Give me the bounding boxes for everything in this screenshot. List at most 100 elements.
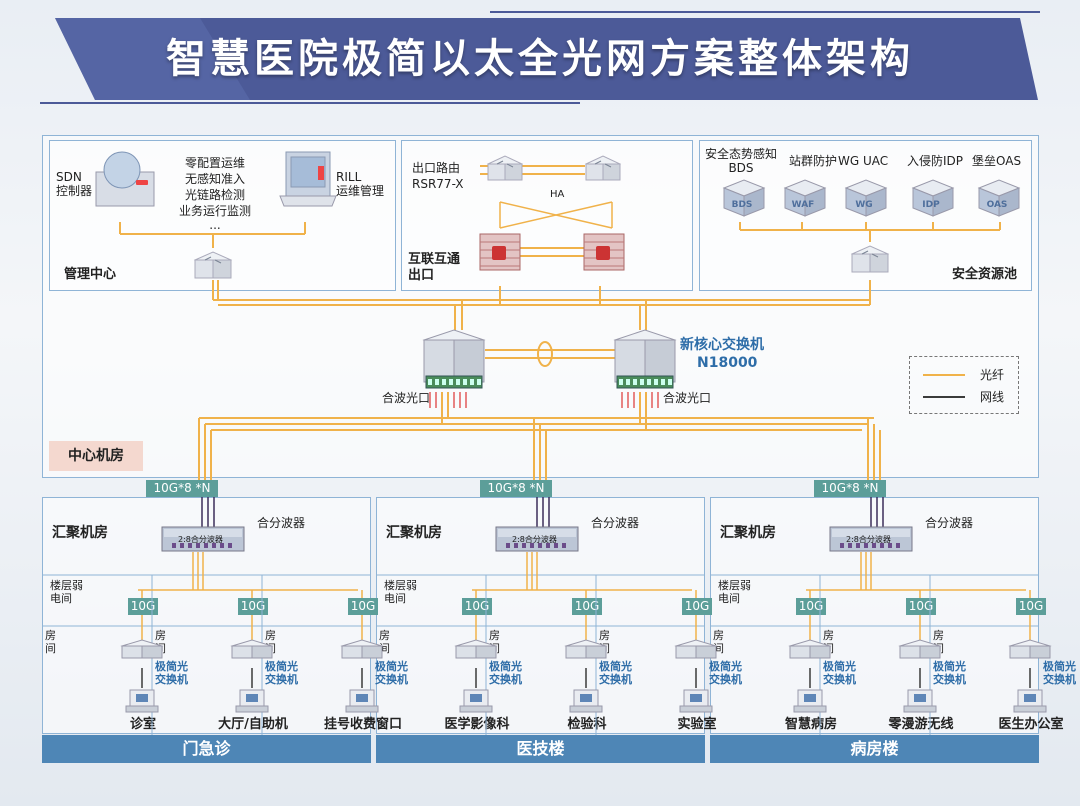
svg-text:BDS: BDS: [732, 200, 753, 210]
mgmt-feature-2: 无感知准入: [184, 172, 245, 186]
idp-icon: IDP: [911, 179, 955, 217]
access-switch-icon: [454, 639, 498, 659]
floor-room-label: 楼层弱 电间: [50, 579, 83, 605]
svg-text:OAS: OAS: [987, 200, 1008, 210]
splitter-label: 合分波器: [257, 516, 306, 530]
link-tag: 10G: [1016, 598, 1046, 615]
room-label: 房 间: [379, 629, 390, 655]
office-icon: [1013, 689, 1047, 713]
microscope-icon: [569, 689, 603, 713]
building-name-bar: 门急诊: [42, 735, 371, 763]
splitter-device-label: 2:8合分波器: [512, 535, 557, 544]
rill-monitor-icon: [279, 151, 337, 207]
splitter-label: 合分波器: [925, 516, 974, 530]
splitter-device-icon: [161, 526, 245, 552]
building-name-bar: 医技楼: [376, 735, 705, 763]
floor-room-label: 楼层弱 电间: [384, 579, 417, 605]
oas-icon: OAS: [977, 179, 1021, 217]
center-room-tag: 中心机房: [49, 441, 143, 471]
access-switch-icon: [230, 639, 274, 659]
room-name: 诊室: [129, 717, 156, 732]
link-tag: 10G: [348, 598, 378, 615]
exit-router-icon: [584, 155, 622, 181]
desk-icon: [125, 689, 159, 713]
agg-room-label: 汇聚机房: [386, 525, 442, 541]
legend-cable-label: 网线: [980, 390, 1005, 404]
room-name: 医学影像科: [444, 717, 510, 732]
agg-room-label: 汇聚机房: [720, 525, 776, 541]
svg-text:WG: WG: [855, 200, 872, 210]
access-switch-icon: [564, 639, 608, 659]
access-switch-icon: [788, 639, 832, 659]
sdn-controller-label: SDN 控制器: [56, 170, 93, 198]
ha-line: [499, 201, 613, 229]
sdn-controller-icon: [95, 151, 155, 207]
access-switch-label: 极简光 交换机: [375, 660, 408, 686]
access-switch-icon: [120, 639, 164, 659]
access-switch-label: 极简光 交换机: [823, 660, 856, 686]
core-switch-left: [422, 329, 486, 389]
mgmt-center-label: 管理中心: [64, 267, 117, 282]
security-item-wguac: WG UAC: [838, 154, 889, 168]
room-name: 检验科: [567, 717, 607, 732]
svg-text:WAF: WAF: [792, 200, 815, 210]
bed-icon: [793, 689, 827, 713]
security-item-bds: 安全态势感知 BDS: [704, 147, 777, 175]
link-tag: 10G: [128, 598, 158, 615]
access-switch-icon: [1008, 639, 1052, 659]
access-switch-label: 极简光 交换机: [265, 660, 298, 686]
link-tag: 10G: [796, 598, 826, 615]
link-tag: 10G: [462, 598, 492, 615]
splitter-label: 合分波器: [591, 516, 640, 530]
splitter-device-label: 2:8合分波器: [846, 535, 891, 544]
access-switch-label: 极简光 交换机: [1043, 660, 1076, 686]
security-item-station: 站群防护: [789, 154, 838, 168]
room-name: 智慧病房: [784, 717, 837, 732]
kiosk-icon: [235, 689, 269, 713]
security-item-idp: 入侵防IDP: [907, 154, 964, 168]
svg-text:IDP: IDP: [922, 200, 940, 210]
exit-label: 互联互通 出口: [408, 252, 461, 283]
lag-ellipse: [537, 341, 553, 367]
core-port-left: 合波光口: [382, 391, 431, 405]
access-switch-label: 极简光 交换机: [155, 660, 188, 686]
building-name-bar: 病房楼: [710, 735, 1039, 763]
legend-box: [909, 356, 1019, 414]
firewall-icon: [583, 233, 625, 271]
access-switch-icon: [340, 639, 384, 659]
uplink-tag: 10G*8 *N: [146, 480, 218, 497]
access-switch-label: 极简光 交换机: [599, 660, 632, 686]
floor-room-label: 楼层弱 电间: [718, 579, 751, 605]
firewall-icon: [479, 233, 521, 271]
mgmt-feature-3: 光链路检测: [184, 188, 245, 202]
room-name: 大厅/自助机: [218, 717, 288, 732]
agg-room-label: 汇聚机房: [52, 525, 108, 541]
security-item-oas: 堡垒OAS: [972, 154, 1022, 168]
room-label: 房 间: [713, 629, 724, 655]
uplink-tag: 10G*8 *N: [480, 480, 552, 497]
exit-router-icon: [486, 155, 524, 181]
legend-fiber-label: 光纤: [980, 368, 1005, 382]
link-tag: 10G: [906, 598, 936, 615]
link-tag: 10G: [682, 598, 712, 615]
splitter-device-label: 2:8合分波器: [178, 535, 223, 544]
flask-icon: [679, 689, 713, 713]
counter-icon: [345, 689, 379, 713]
access-switch-label: 极简光 交换机: [709, 660, 742, 686]
core-switch-model: N18000: [697, 355, 758, 371]
access-switch-icon: [674, 639, 718, 659]
room-name: 实验室: [677, 717, 717, 732]
waf-icon: WAF: [783, 179, 827, 217]
mgmt-feature-5: ...: [209, 218, 221, 232]
access-switch-label: 极简光 交换机: [489, 660, 522, 686]
core-switch-right: [613, 329, 677, 389]
bds-icon: BDS: [722, 179, 766, 217]
mgmt-feature-4: 业务运行监测: [178, 204, 251, 218]
wg-icon: WG: [844, 179, 888, 217]
wireless-icon: [903, 689, 937, 713]
access-switch-icon: [898, 639, 942, 659]
ha-label: HA: [550, 189, 565, 200]
splitter-device-icon: [495, 526, 579, 552]
